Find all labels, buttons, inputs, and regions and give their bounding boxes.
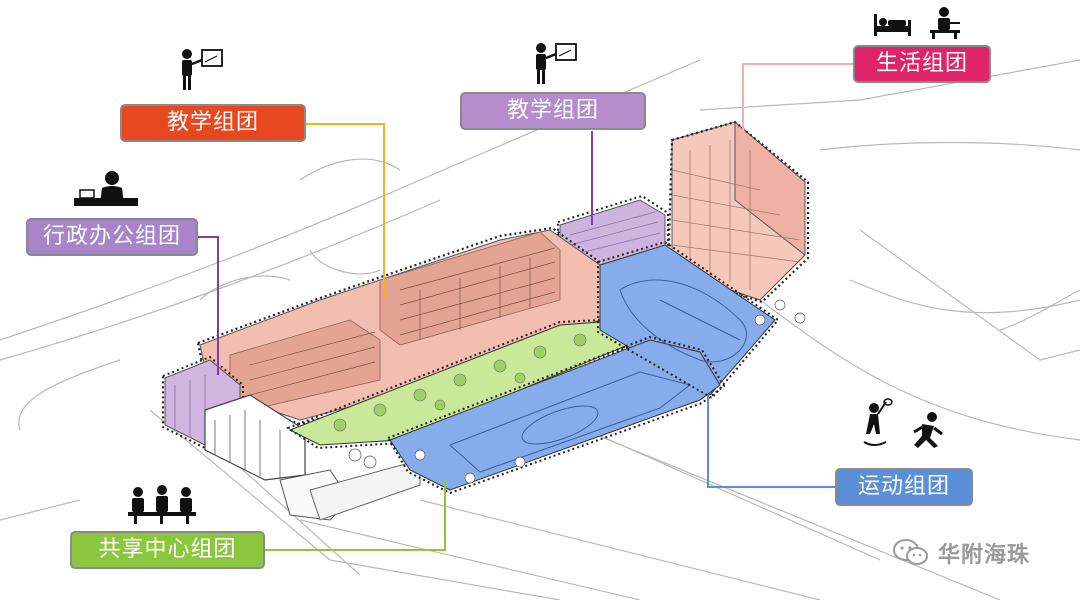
watermark: 华附海珠 [892, 536, 1030, 570]
label-admin: 行政办公组团 [26, 218, 198, 256]
meeting-icon [128, 485, 196, 524]
teacher-icon [182, 49, 223, 90]
sports-fields [348, 240, 806, 495]
leader-lines [198, 63, 853, 551]
shared-center-building [204, 394, 421, 521]
living-building [666, 120, 810, 304]
wechat-icon [893, 539, 928, 565]
leader-admin [198, 236, 219, 375]
label-teaching-left: 教学组团 [120, 104, 306, 142]
study-desk-icon [930, 7, 960, 39]
label-shared-center: 共享中心组团 [70, 531, 265, 569]
leader-living [742, 63, 853, 140]
main-teaching-building [196, 226, 606, 426]
bed-icon [874, 14, 911, 36]
label-sports: 运动组团 [835, 468, 973, 506]
badminton-icon [863, 398, 893, 446]
leader-sports [707, 395, 835, 488]
label-teaching-right: 教学组团 [460, 92, 646, 130]
label-living: 生活组团 [853, 45, 991, 83]
office-desk-icon [74, 171, 138, 206]
leader-teaching-left [306, 123, 385, 300]
runner-icon [913, 412, 943, 448]
watermark-text: 华附海珠 [938, 543, 1031, 568]
teacher-icon [536, 43, 577, 84]
leader-shared [265, 480, 446, 551]
site-context-lines [0, 59, 1080, 600]
